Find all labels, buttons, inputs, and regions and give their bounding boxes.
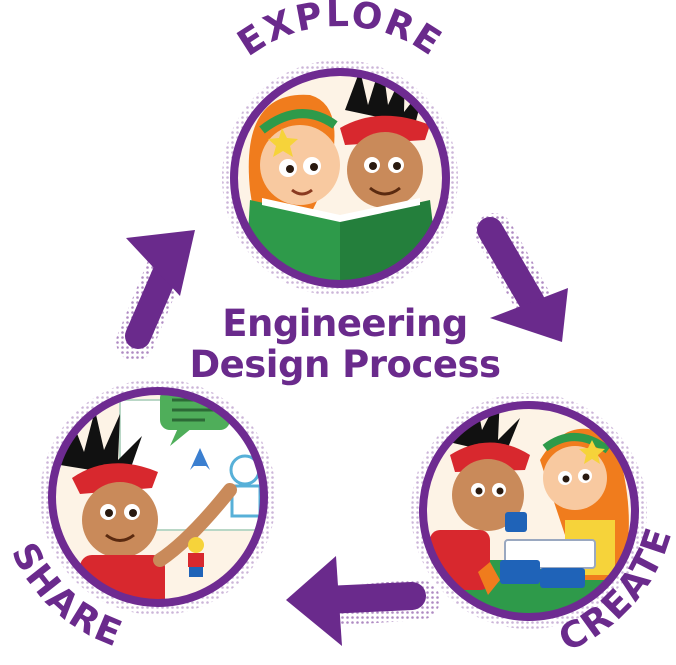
arrow-icon-explore-to-create [475,213,568,342]
rocket-icon [190,448,210,470]
explore-label: EXPLORE [231,0,450,65]
share-illustration [40,379,276,615]
title-line-1: Engineering [222,302,468,345]
star-icon [268,128,298,157]
arrow-icon-share-to-explore [116,230,195,361]
title-line-2: Design Process [189,343,501,386]
explore-illustration [222,60,458,296]
create-illustration [411,393,647,629]
arrow-icon-create-to-share [286,556,440,646]
